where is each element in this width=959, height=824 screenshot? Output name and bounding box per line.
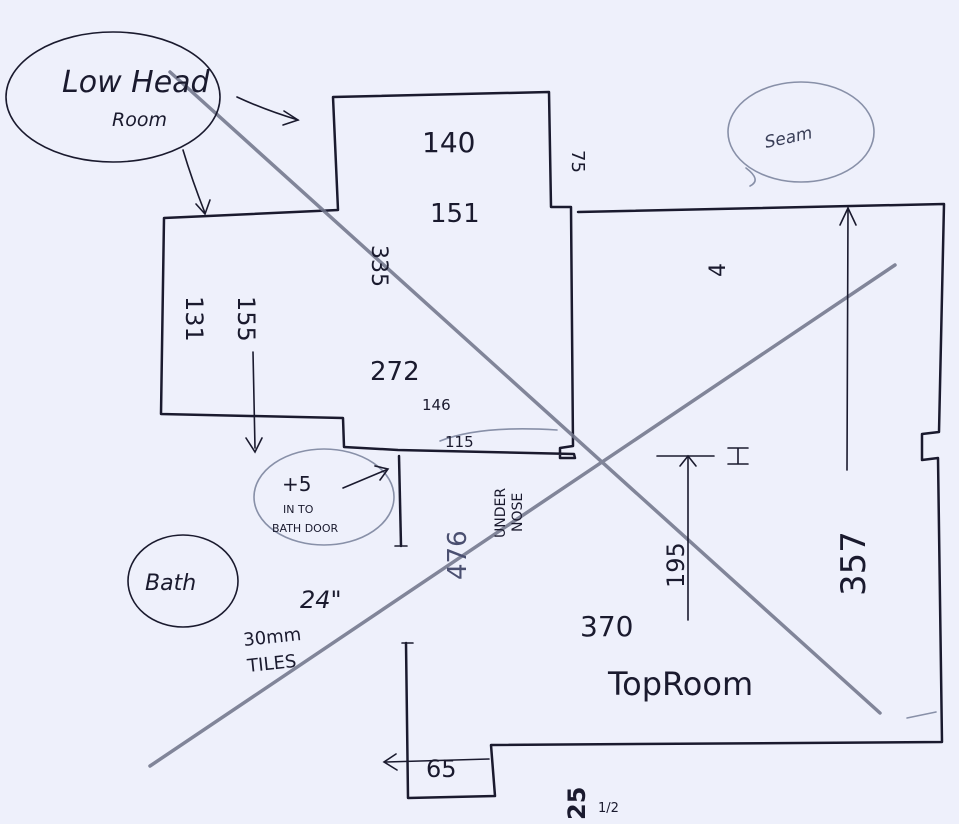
seam-link: [745, 167, 756, 187]
top-room-outline: [404, 202, 946, 800]
mark-4: [727, 447, 749, 465]
line-65: [385, 758, 490, 763]
dim-272: 272: [370, 357, 420, 387]
low-head-label-2: Room: [112, 109, 167, 131]
arrowhead-4: [374, 465, 390, 481]
arrow-to-wall: [182, 149, 206, 214]
nose-label: NOSE: [510, 493, 526, 532]
dim-115: 115: [445, 433, 474, 451]
dim-476: 476: [443, 530, 473, 580]
dim-4: 4: [706, 263, 731, 277]
top-room-label: TopRoom: [607, 665, 753, 703]
bath-door-line: [397, 454, 403, 548]
under-label: UNDER: [493, 488, 509, 538]
plus-5: +5: [282, 472, 311, 496]
diagonal-cross: [148, 70, 897, 768]
dim-370: 370: [580, 610, 633, 643]
dim-140: 140: [422, 126, 475, 159]
bath-door-oval: [253, 448, 395, 546]
into-label: IN TO: [283, 503, 314, 516]
left-room-outline: [159, 90, 577, 460]
handwritten-labels: Low Head Room Seam Bath TopRoom 140 151 …: [62, 65, 874, 820]
bath-oval: [127, 534, 239, 628]
dim-155: 155: [232, 296, 260, 342]
dim-75: 75: [567, 150, 588, 173]
diagonal-line-1: [168, 70, 882, 715]
bath-label: Bath: [145, 571, 196, 596]
arrowhead-2: [195, 199, 211, 216]
arrow-down: [252, 351, 256, 449]
arrow-to-ceiling: [236, 96, 299, 121]
dim-65: 65: [426, 755, 457, 783]
corner-mark: [906, 711, 937, 719]
arrow-357: [846, 207, 849, 471]
arrowhead-65: [382, 753, 398, 771]
arrowhead-357: [839, 206, 857, 226]
bath-door-label: BATH DOOR: [272, 522, 338, 535]
dim-146: 146: [422, 396, 451, 414]
dim-131: 131: [180, 296, 208, 342]
dim-357: 357: [834, 531, 874, 596]
arrow-into-door: [342, 469, 387, 489]
arrowhead-1: [282, 110, 300, 126]
annotations: [5, 31, 937, 771]
dim-24: 24": [300, 586, 342, 614]
line-115: [439, 428, 558, 442]
dim-195: 195: [662, 542, 690, 588]
seam-oval: [727, 81, 875, 183]
dim-25: 25: [563, 787, 591, 820]
dim-335: 335: [366, 245, 391, 287]
arrowhead-3: [245, 437, 263, 454]
low-head-oval: [5, 31, 221, 163]
fraction-half: 1/2: [598, 801, 619, 816]
dim-151: 151: [430, 199, 480, 229]
diagonal-line-2: [148, 263, 897, 768]
low-head-label-1: Low Head: [62, 65, 211, 100]
tiles-label-2: TILES: [245, 651, 297, 677]
room-outlines: [159, 90, 946, 800]
